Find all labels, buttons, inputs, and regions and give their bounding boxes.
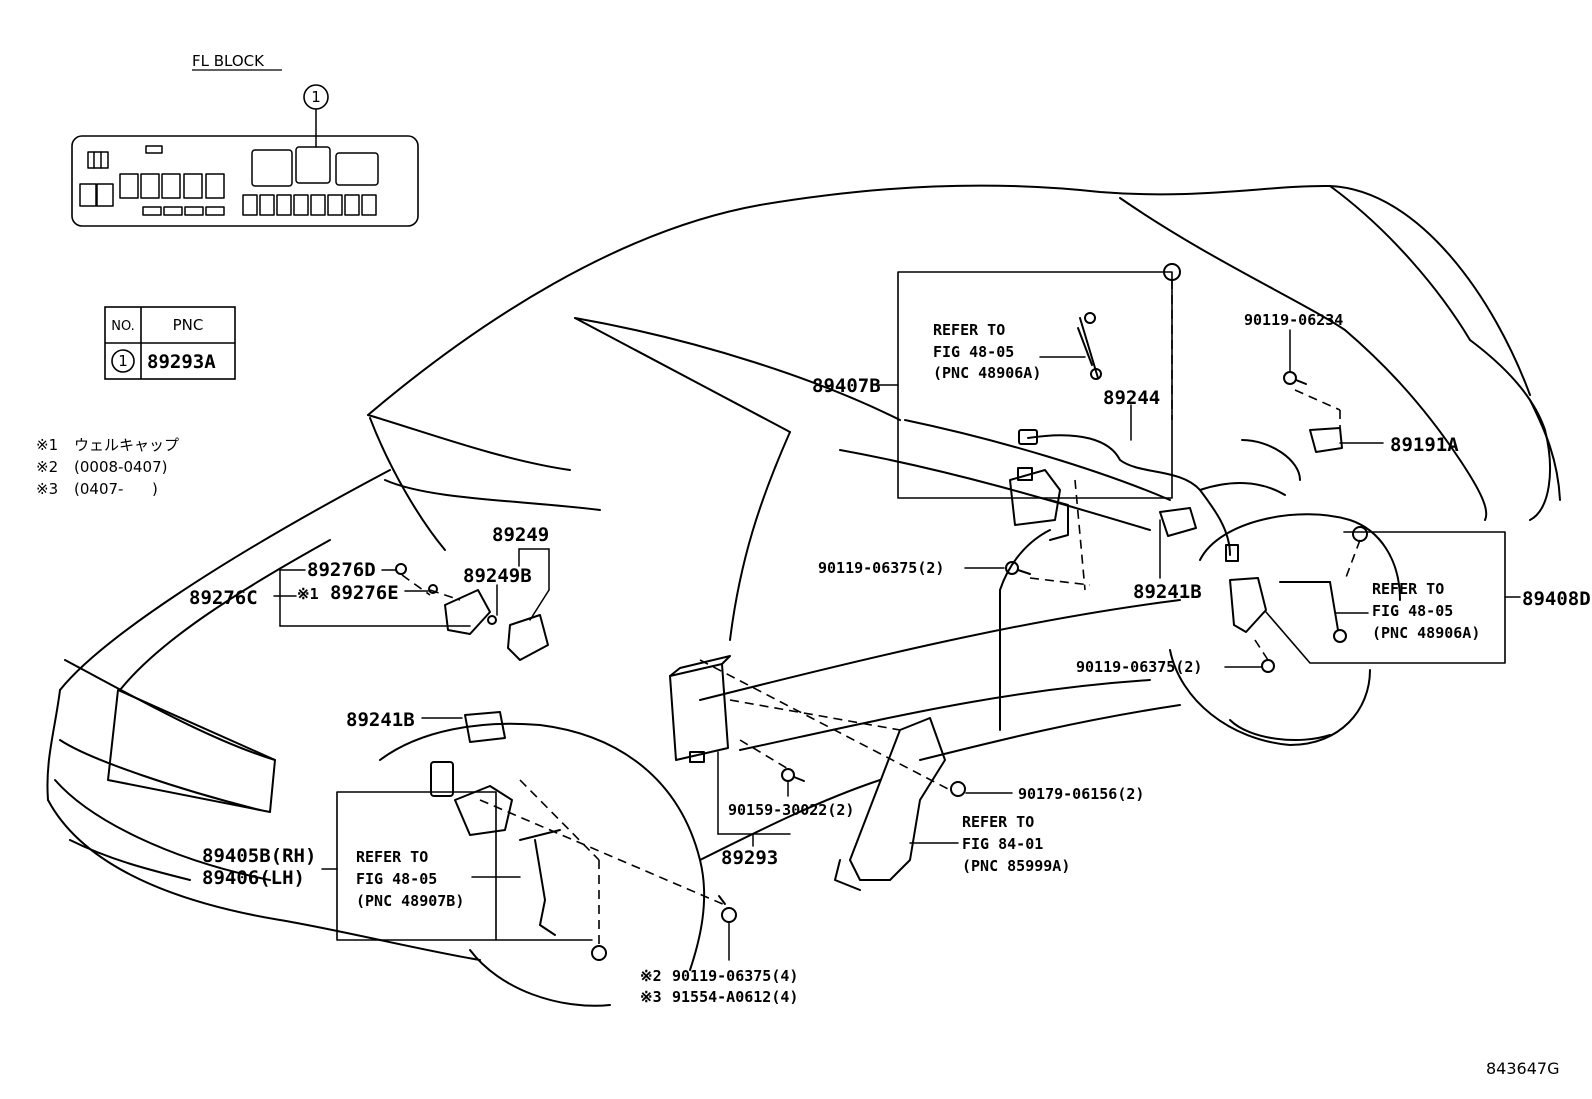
refer-bracket-line2: FIG 84-01 [962, 835, 1043, 853]
label-91554-A0612: 91554-A0612(4) [672, 988, 798, 1006]
fuse-block-outline [71, 135, 419, 227]
refer-front-line1: REFER TO [356, 848, 428, 866]
label-89241B-right: 89241B [1133, 581, 1202, 603]
label-90159-30022: 90159-30022(2) [728, 801, 854, 819]
note-3-text: (0407- ) [74, 480, 158, 498]
fl-block-callout: 1 [311, 88, 321, 106]
refer-upper-line1: REFER TO [933, 321, 1005, 339]
label-90119-06375-4-mark: ※2 [640, 967, 662, 985]
refer-bracket-line3: (PNC 85999A) [962, 857, 1070, 875]
refer-upper-line3: (PNC 48906A) [933, 364, 1041, 382]
label-89408D: 89408D [1522, 588, 1591, 610]
part-labels: 89407B REFER TO FIG 48-05 (PNC 48906A) 8… [189, 311, 1591, 1078]
fuse-cells [79, 145, 379, 216]
label-90179-06156: 90179-06156(2) [1018, 785, 1144, 803]
note-1-text: ウェルキャップ [74, 436, 179, 454]
label-89276D: 89276D [307, 559, 376, 581]
note-2-mark: ※2 [36, 458, 58, 476]
label-89249: 89249 [492, 524, 549, 546]
drawing-code: 843647G [1486, 1059, 1559, 1078]
leader-lines [273, 271, 1521, 961]
label-89191A: 89191A [1390, 434, 1459, 456]
label-90119-06375-2-upper: 90119-06375(2) [818, 559, 944, 577]
note-2-text: (0008-0407) [74, 458, 167, 476]
label-89406: 89406(LH) [202, 867, 305, 889]
dashed-links [401, 280, 1361, 945]
label-90119-06375-4: 90119-06375(4) [672, 967, 798, 985]
label-90119-06234: 90119-06234 [1244, 311, 1343, 329]
fl-block-title: FL BLOCK [192, 52, 265, 70]
pnc-table-row-pnc: 89293A [147, 351, 216, 373]
refer-front-line2: FIG 48-05 [356, 870, 437, 888]
label-89276E: 89276E [330, 582, 399, 604]
refer-right-line3: (PNC 48906A) [1372, 624, 1480, 642]
car-body-outline [46, 184, 1561, 1007]
pnc-table-row-no: 1 [118, 352, 128, 370]
note-3-mark: ※3 [36, 480, 58, 498]
label-89276C: 89276C [189, 587, 258, 609]
label-91554-mark: ※3 [640, 988, 662, 1006]
label-89405B: 89405B(RH) [202, 845, 316, 867]
label-89241B-left: 89241B [346, 709, 415, 731]
label-90119-06375-2-lower: 90119-06375(2) [1076, 658, 1202, 676]
fl-block: FL BLOCK 1 [71, 52, 419, 227]
refer-right-line1: REFER TO [1372, 580, 1444, 598]
note-1-mark: ※1 [36, 436, 58, 454]
label-89293: 89293 [721, 847, 778, 869]
label-89276E-mark: ※1 [297, 585, 319, 603]
part-shapes [395, 263, 1368, 961]
pnc-table: NO. PNC 1 89293A [104, 306, 236, 380]
pnc-table-header-no: NO. [111, 319, 135, 334]
refer-upper-line2: FIG 48-05 [933, 343, 1014, 361]
label-89244: 89244 [1103, 387, 1160, 409]
label-89249B: 89249B [463, 565, 532, 587]
label-89407B: 89407B [812, 375, 881, 397]
footnotes: ※1 ウェルキャップ ※2 (0008-0407) ※3 (0407- ) [36, 436, 179, 498]
refer-bracket-line1: REFER TO [962, 813, 1034, 831]
pnc-table-header-pnc: PNC [173, 316, 204, 334]
refer-right-line2: FIG 48-05 [1372, 602, 1453, 620]
refer-front-line3: (PNC 48907B) [356, 892, 464, 910]
